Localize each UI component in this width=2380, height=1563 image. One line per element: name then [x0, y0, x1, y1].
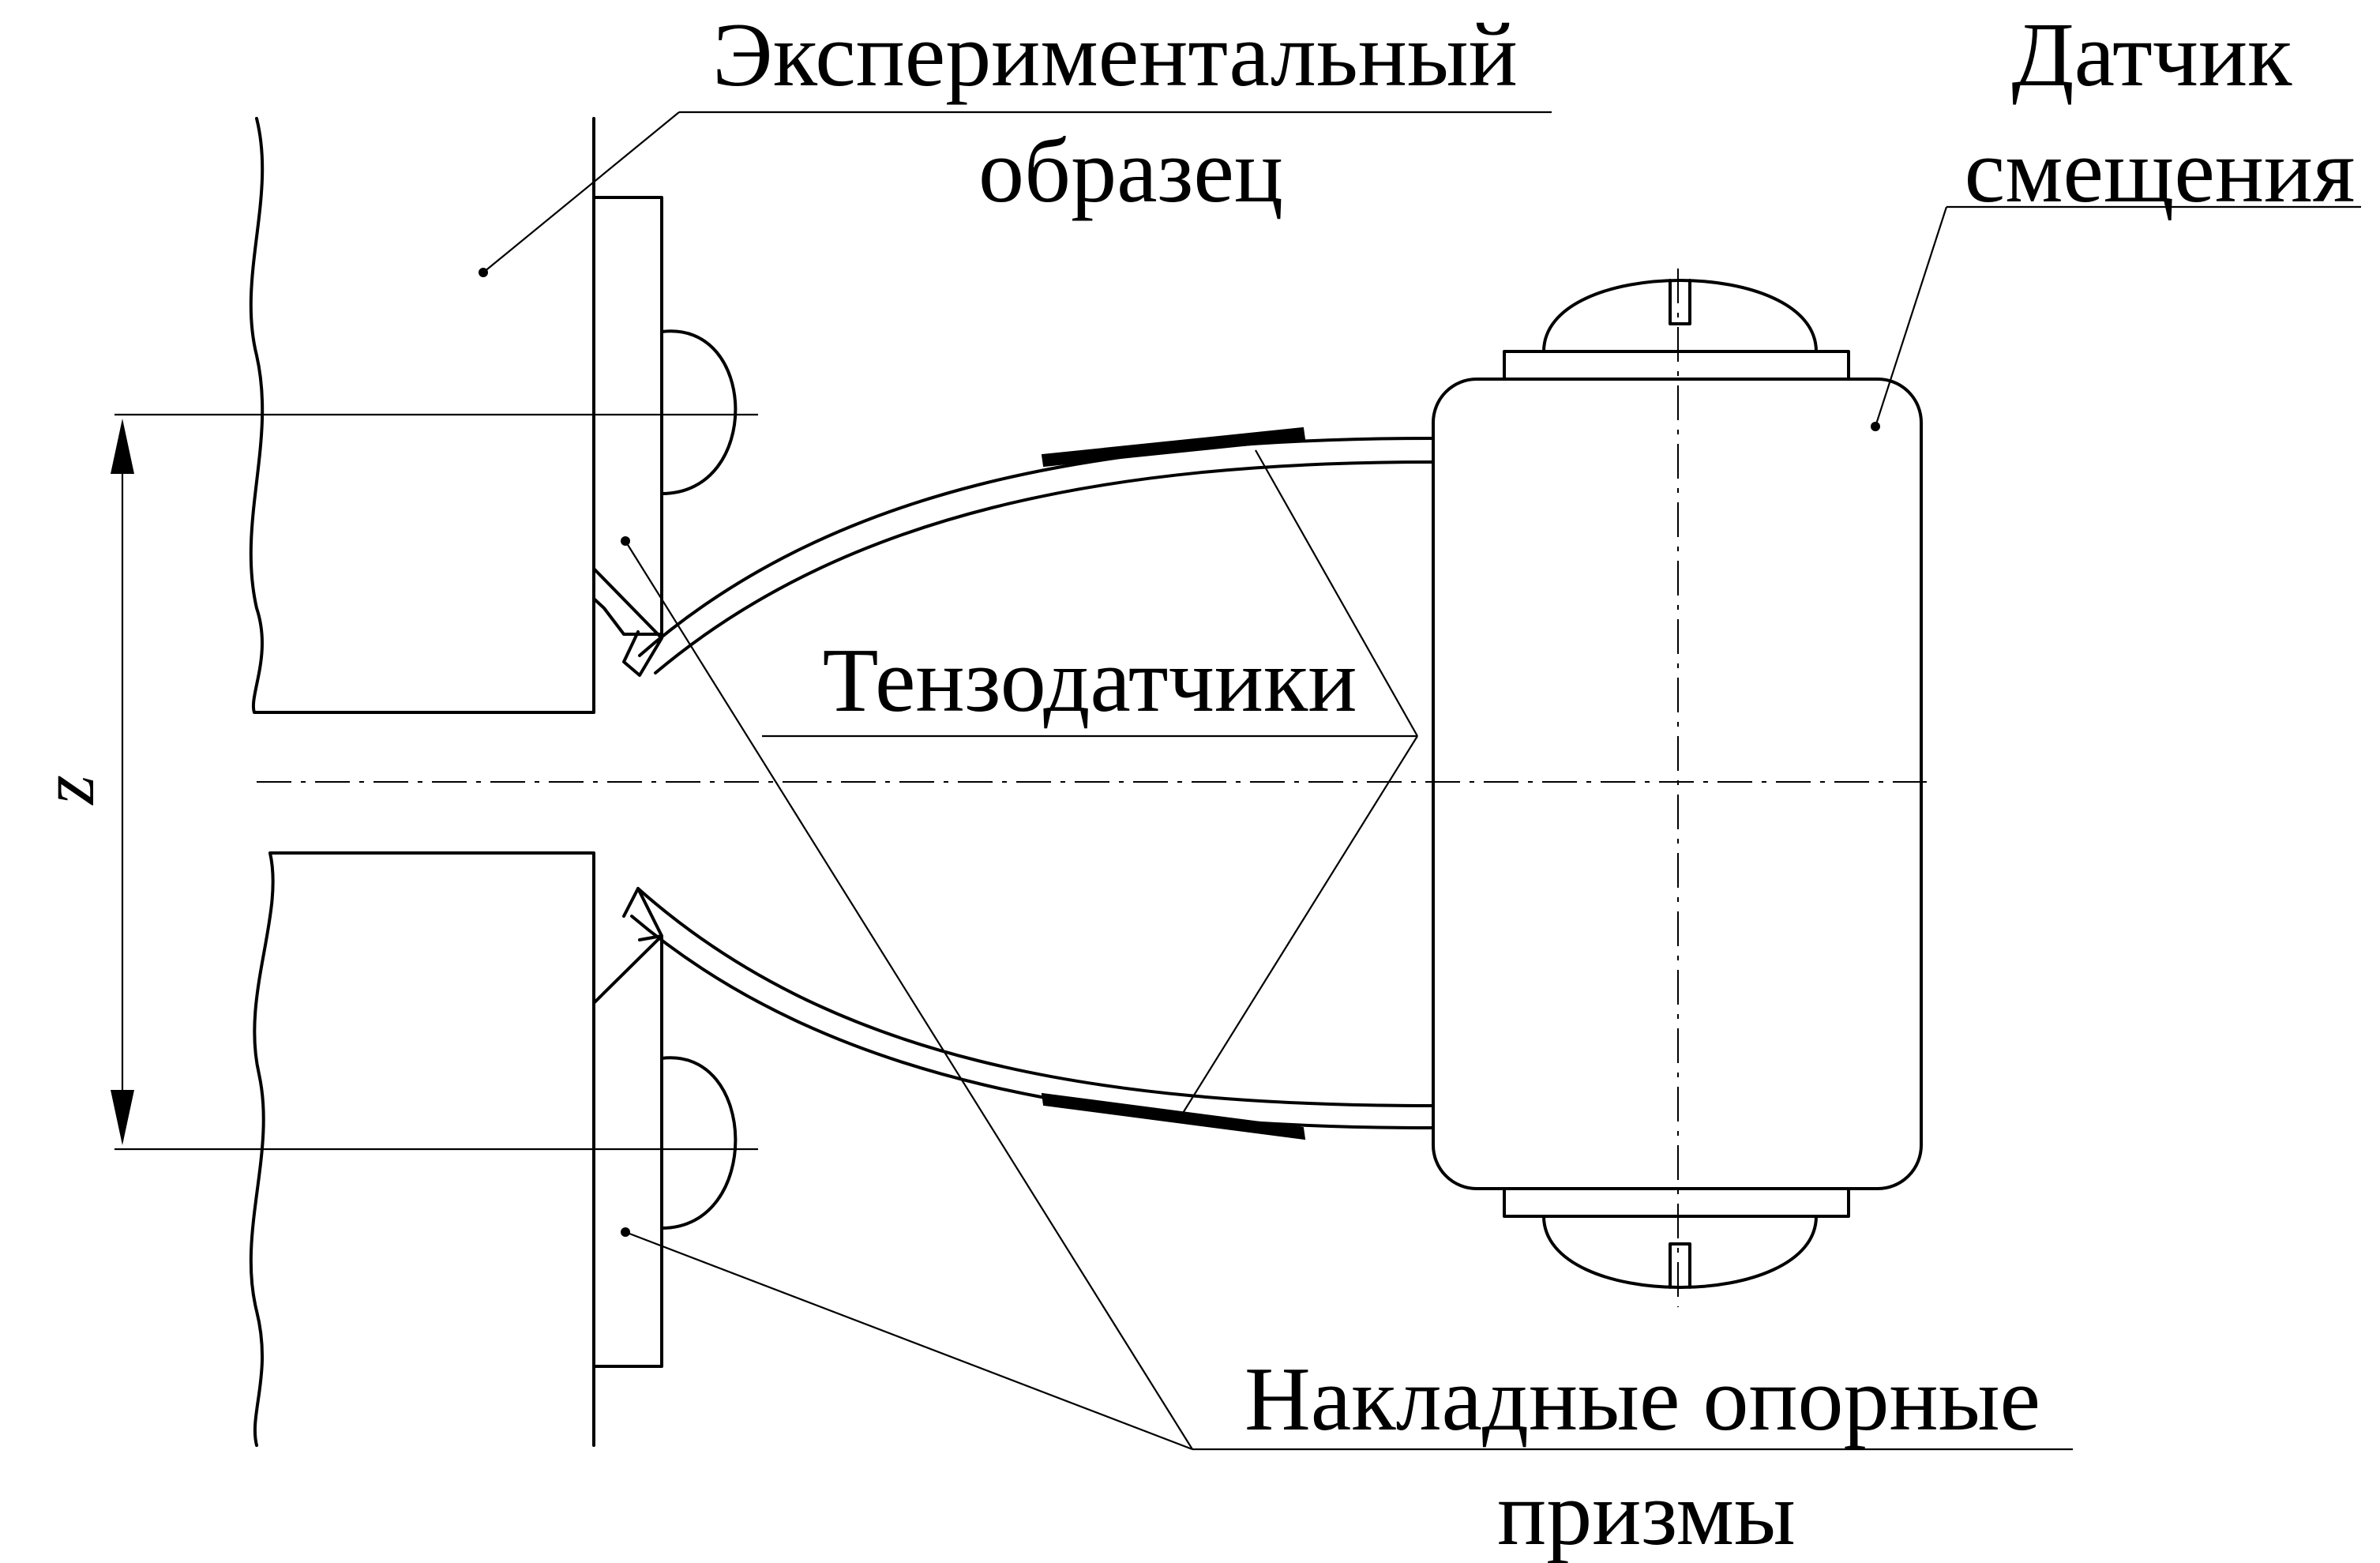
prisms-label-line1: Накладные опорные — [1244, 1349, 2040, 1450]
strain-gauges-label: Тензодатчики — [823, 630, 1357, 731]
sensor-label-line1: Датчик — [2011, 5, 2292, 106]
prisms-label-line2: призмы — [1497, 1463, 1796, 1563]
gauge-length-label: z — [25, 775, 110, 806]
leader-lines — [479, 111, 2361, 1451]
dimension-arrow-top — [111, 419, 134, 474]
labels: Экспериментальный образец Датчик смещени… — [712, 5, 2355, 1563]
lower-prism-screw-head — [660, 1056, 738, 1230]
upper-prism-screw-head — [660, 329, 738, 495]
gauge-length-dimension: z — [25, 413, 758, 1151]
sensor-bottom-flange — [1503, 1187, 1850, 1218]
specimen-upper-half — [249, 117, 595, 714]
center-lines — [257, 269, 1927, 1307]
lower-support-prism — [592, 887, 738, 1368]
elastic-arms — [630, 426, 1435, 1140]
dimension-arrow-bottom — [111, 1090, 134, 1145]
upper-support-prism — [592, 196, 738, 677]
sensor-bottom-screw — [1542, 1215, 1818, 1289]
lower-strain-gauge — [1041, 1092, 1306, 1140]
lower-prism-knife-edge — [622, 887, 663, 941]
upper-elastic-arm — [638, 437, 1435, 674]
lower-elastic-arm — [630, 887, 1435, 1129]
sensor-top-flange — [1503, 350, 1850, 381]
specimen-lower-half — [249, 851, 595, 1447]
upper-prism-knife-edge — [592, 567, 663, 677]
specimen-label-line1: Экспериментальный — [712, 5, 1518, 106]
specimen-label-line2: образец — [978, 121, 1283, 222]
upper-strain-gauge — [1041, 426, 1306, 468]
specimen — [249, 117, 595, 1447]
sensor-top-screw — [1542, 279, 1818, 353]
displacement-sensor — [1432, 279, 1923, 1289]
sensor-label-line2: смещения — [1965, 121, 2356, 222]
